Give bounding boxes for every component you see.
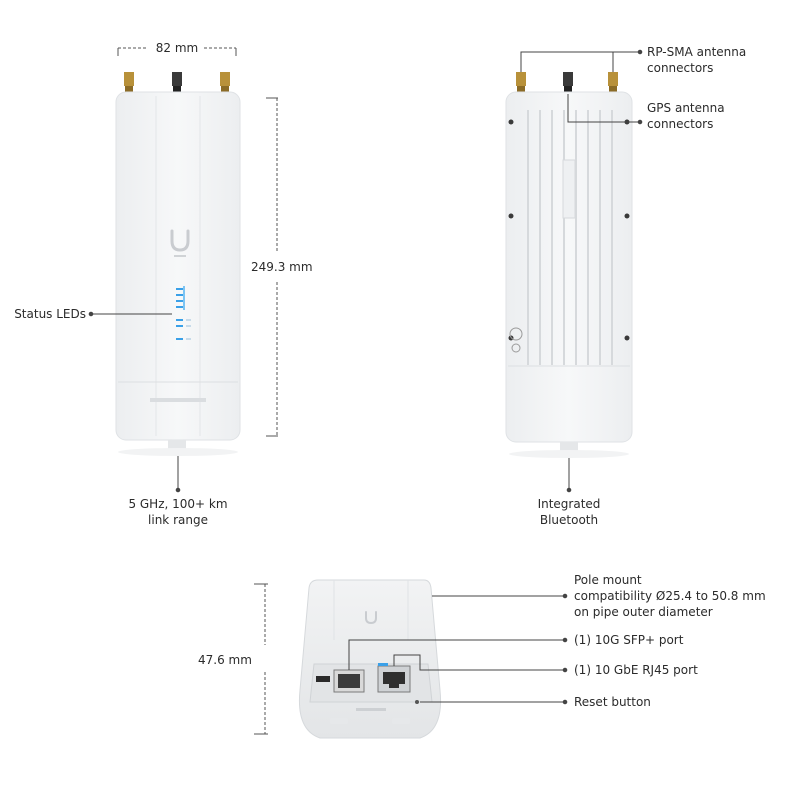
rj45-callout — [393, 654, 568, 673]
bottom-logo-icon — [365, 611, 377, 625]
bluetooth-label-line-2: Bluetooth — [539, 513, 599, 527]
front-gps-connector — [172, 72, 182, 94]
reset-label: Reset button — [574, 695, 651, 709]
front-model-text-mark — [150, 398, 206, 402]
sfp-label: (1) 10G SFP+ port — [574, 633, 684, 647]
front-rpsma-connector-right — [220, 72, 230, 94]
bluetooth-label: Integrated Bluetooth — [519, 496, 619, 528]
height-dimension-line — [266, 97, 278, 437]
back-rpsma-connector-left — [516, 72, 526, 94]
pole-mount-label-line-2: compatibility Ø25.4 to 50.8 mm — [574, 589, 766, 603]
status-leds — [176, 286, 191, 340]
range-label-line-2: link range — [148, 513, 208, 527]
rj45-label: (1) 10 GbE RJ45 port — [574, 663, 698, 677]
gps-label-line-1: GPS antenna — [647, 101, 725, 115]
range-callout — [175, 456, 181, 493]
width-dimension-label: 82 mm — [155, 41, 199, 55]
pole-mount-label-line-1: Pole mount — [574, 573, 642, 587]
pole-mount-label: Pole mount compatibility Ø25.4 to 50.8 m… — [574, 572, 766, 620]
front-view — [88, 47, 278, 493]
gps-label: GPS antenna connectors — [647, 100, 725, 132]
status-leds-callout — [88, 311, 172, 317]
ubiquiti-logo-icon — [170, 229, 190, 252]
sfp-port — [333, 669, 365, 693]
status-leds-label: Status LEDs — [14, 307, 86, 321]
bluetooth-label-line-1: Integrated — [537, 497, 601, 511]
pole-mount-callout — [432, 593, 568, 599]
reset-button — [415, 700, 419, 704]
sfp-callout — [348, 637, 568, 670]
rpsma-callout — [520, 49, 643, 72]
front-radio-body — [115, 91, 241, 441]
bottom-radio-body — [298, 579, 442, 739]
depth-dimension-line — [254, 583, 268, 735]
back-view — [505, 49, 643, 493]
rj45-port — [377, 663, 411, 693]
rpsma-label-line-2: connectors — [647, 61, 714, 75]
bottom-view — [254, 579, 568, 739]
back-gps-connector — [563, 72, 573, 94]
rpsma-label-line-1: RP-SMA antenna — [647, 45, 747, 59]
port-cavity — [309, 663, 433, 703]
gps-label-line-2: connectors — [647, 117, 714, 131]
range-label: 5 GHz, 100+ km link range — [118, 496, 238, 528]
ground-screw-icon — [509, 327, 523, 341]
back-radio-body — [505, 91, 633, 443]
gps-callout — [567, 94, 643, 125]
range-label-line-1: 5 GHz, 100+ km — [128, 497, 228, 511]
bluetooth-callout — [566, 458, 572, 493]
front-bottom-tab — [168, 440, 186, 450]
front-rpsma-connector-left — [124, 72, 134, 94]
pole-mount-label-line-3: on pipe outer diameter — [574, 605, 713, 619]
back-rpsma-connector-right — [608, 72, 618, 94]
depth-dimension-label: 47.6 mm — [198, 653, 252, 667]
width-dimension-line — [117, 47, 237, 56]
reset-callout — [420, 699, 568, 705]
back-mounting-ribs — [527, 110, 613, 365]
height-dimension-label: 249.3 mm — [251, 260, 313, 274]
rpsma-label: RP-SMA antenna connectors — [647, 44, 746, 76]
